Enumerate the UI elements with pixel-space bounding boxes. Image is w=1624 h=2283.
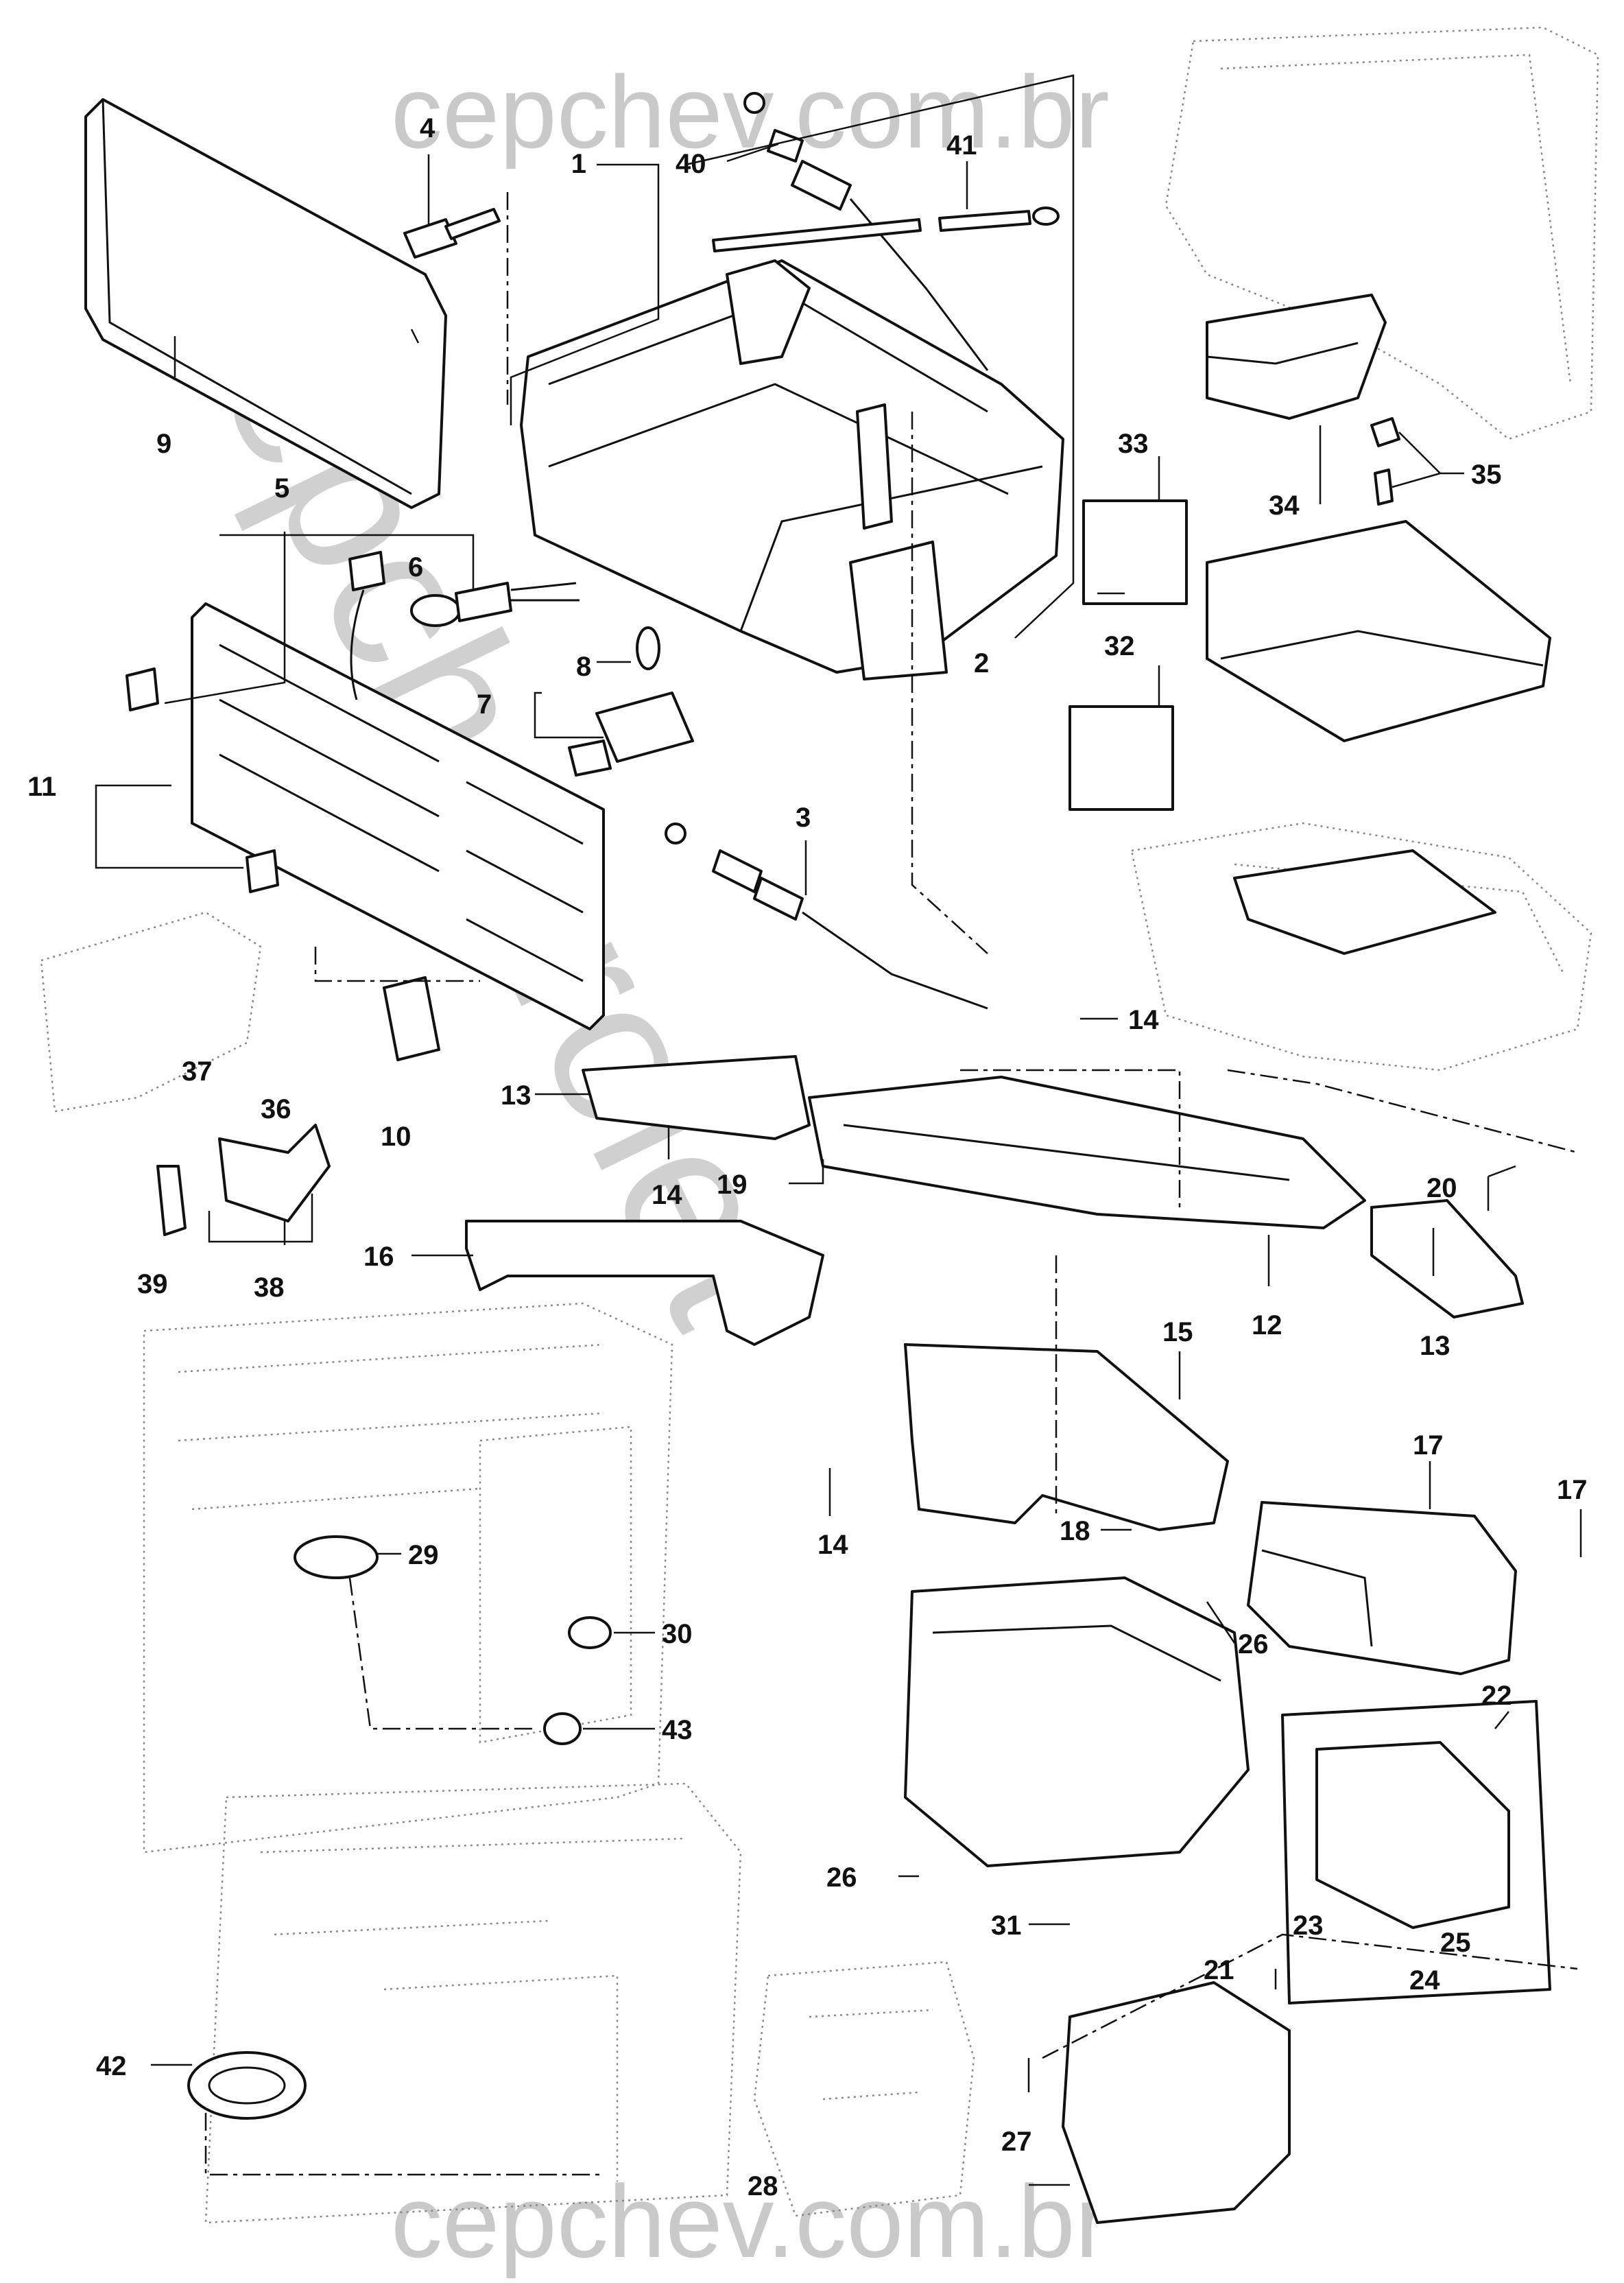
callout-3: 3	[796, 803, 811, 833]
callout-9: 9	[156, 429, 171, 459]
callout-24: 24	[1409, 1965, 1440, 1996]
callout-14-mid: 14	[652, 1180, 682, 1210]
callout-30: 30	[662, 1619, 693, 1649]
callout-32: 32	[1104, 631, 1135, 661]
callout-14-low: 14	[817, 1530, 848, 1560]
callout-5: 5	[274, 473, 289, 504]
callout-12: 12	[1252, 1310, 1282, 1340]
callout-38: 38	[254, 1273, 285, 1303]
callout-11: 11	[27, 772, 56, 802]
part-15-duct	[904, 1343, 1229, 1531]
callout-7: 7	[477, 689, 492, 720]
part-11-knobs	[126, 667, 279, 893]
part-2-control-bracket	[520, 259, 1064, 681]
part-17-outlet	[1247, 1501, 1517, 1675]
watermark-bottom: cepchev.com.br	[391, 2164, 1110, 2279]
callout-8: 8	[576, 652, 591, 682]
callout-17: 17	[1413, 1430, 1444, 1460]
callout-14-top: 14	[1128, 1005, 1159, 1035]
heater-housing	[904, 1576, 1250, 1867]
callout-33: 33	[1118, 429, 1149, 459]
callout-13-left: 13	[501, 1080, 532, 1111]
callout-36: 36	[261, 1094, 291, 1124]
part-5-control-panel	[191, 602, 605, 1030]
callout-6: 6	[408, 552, 423, 582]
part-10-cap	[383, 976, 440, 1061]
part-32-33-relays	[1068, 499, 1551, 955]
part-16-duct	[465, 1220, 824, 1346]
blower-housing	[1062, 1981, 1291, 2224]
part-40-41-cable	[712, 92, 1060, 371]
assembly-lines	[204, 192, 1578, 2176]
callout-18-right: 17	[1557, 1475, 1588, 1505]
leader-lines	[95, 74, 1582, 2186]
vehicle-body-context	[40, 26, 1599, 2224]
callout-40: 40	[676, 149, 706, 179]
callout-43: 43	[662, 1715, 693, 1745]
callout-37: 37	[182, 1056, 213, 1087]
part-13-duct-right	[1370, 1199, 1524, 1318]
part-42-seal	[187, 2051, 307, 2120]
part-34-relay-bracket	[1206, 294, 1400, 506]
callout-27: 27	[1001, 2127, 1032, 2157]
part-36-valve	[156, 1124, 331, 1236]
callout-13-right: 13	[1420, 1331, 1450, 1361]
callout-26-left: 26	[826, 1862, 857, 1893]
callout-26-right: 26	[1238, 1629, 1269, 1659]
callout-18-left: 18	[1060, 1516, 1090, 1546]
part-9-trim-panel	[84, 98, 447, 509]
callout-1: 1	[571, 149, 586, 179]
callout-21: 21	[1204, 1955, 1234, 1985]
callout-10: 10	[381, 1122, 411, 1152]
part-30-grommet	[568, 1616, 612, 1649]
callout-29: 29	[408, 1540, 439, 1570]
part-21-box	[1281, 1700, 1551, 2004]
callout-25: 25	[1440, 1928, 1471, 1958]
callout-labels: 1 2 3 4 5 6 7 8 9 10 11 12 13 13 14 14 1…	[27, 113, 1588, 2201]
part-43-grommet	[543, 1712, 582, 1745]
callout-28: 28	[748, 2171, 778, 2201]
part-29-grommet	[294, 1535, 379, 1579]
callout-31: 31	[991, 1911, 1022, 1941]
callout-16: 16	[363, 1242, 394, 1272]
callout-39: 39	[137, 1269, 168, 1299]
part-7-switch	[568, 626, 694, 777]
callout-4: 4	[420, 113, 435, 143]
part-4-screw	[403, 208, 501, 259]
callout-34: 34	[1269, 490, 1300, 521]
callout-41: 41	[946, 130, 977, 161]
callout-15: 15	[1162, 1317, 1193, 1347]
callout-20: 20	[1426, 1173, 1457, 1203]
part-6-bulb-harness	[348, 551, 580, 700]
part-13-duct-left	[582, 1055, 811, 1140]
callout-23: 23	[1293, 1911, 1324, 1941]
callout-22: 22	[1481, 1681, 1512, 1711]
part-3-cable	[665, 823, 988, 1010]
callout-19: 19	[717, 1170, 748, 1200]
callout-2: 2	[974, 648, 989, 678]
part-12-duct	[808, 1076, 1366, 1229]
callout-42: 42	[96, 2051, 127, 2081]
callout-35: 35	[1471, 460, 1502, 490]
